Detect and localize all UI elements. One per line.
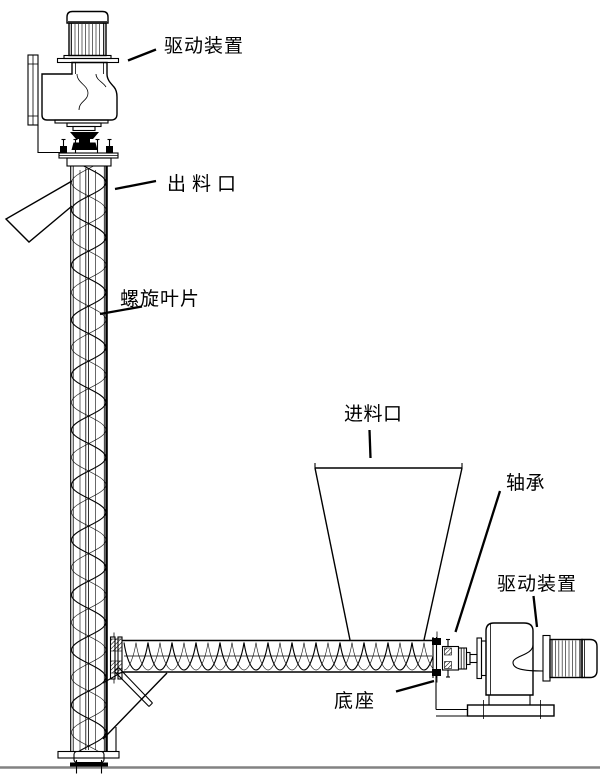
horizontal-conveyor (102, 632, 433, 752)
leader-feed-inlet (368, 429, 372, 459)
right-drive-unit (435, 622, 598, 719)
leader-discharge-outlet (114, 179, 157, 191)
bearing-assembly (432, 631, 478, 683)
label-feed-inlet: 进料口 (344, 403, 403, 425)
motor-end-cap (581, 638, 598, 679)
label-drive-device-right: 驱动装置 (497, 573, 577, 595)
vertical-conveyor (57, 166, 120, 774)
leader-bearing (454, 490, 502, 633)
coupling (70, 132, 99, 150)
tube-top-flange (58, 152, 119, 167)
motor-cap (66, 10, 109, 24)
label-bearing: 轴承 (506, 472, 545, 494)
vertical-tube (70, 166, 108, 752)
flange-bolts (60, 138, 113, 153)
leader-base (395, 679, 435, 693)
shaft-coupling (457, 647, 478, 670)
spiral-blade-horizontal (123, 642, 433, 671)
mount-bracket (27, 54, 62, 154)
label-discharge-outlet: 出料口 (167, 173, 242, 195)
base-plate (436, 700, 555, 719)
discharge-chute (4, 180, 73, 243)
vertical-tube-foot (57, 750, 120, 774)
left-flange (109, 632, 123, 684)
gearbox-top (41, 61, 118, 132)
leader-drive-device-right (532, 595, 539, 628)
label-spiral-blade: 螺旋叶片 (120, 288, 200, 310)
label-drive-device-top: 驱动装置 (164, 35, 244, 57)
gearbox-right (485, 622, 534, 696)
motor-right (542, 634, 598, 682)
leader-drive-device-top (127, 48, 157, 62)
labels: 驱动装置 出料口 螺旋叶片 进料口 轴承 驱动装置 底座 (120, 35, 577, 712)
motor-fins (68, 22, 107, 57)
transfer-chute (102, 667, 168, 752)
leader-lines (99, 48, 539, 693)
hopper (314, 463, 463, 641)
spiral-blade-vertical (70, 166, 107, 751)
label-base: 底座 (334, 690, 376, 712)
leader-spiral-blade (99, 305, 143, 316)
top-drive-unit (27, 10, 120, 167)
